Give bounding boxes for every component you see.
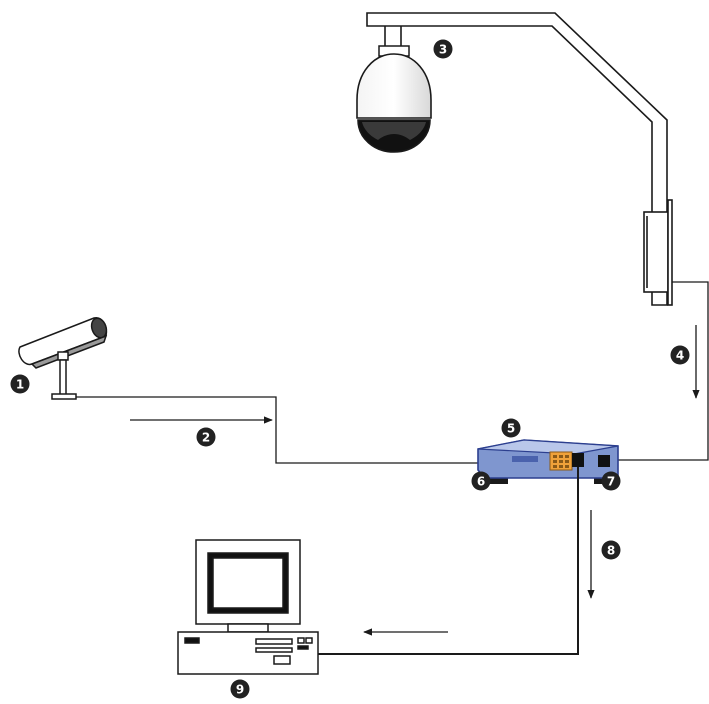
wall-mount-bracket [366, 12, 673, 306]
video-encoder-icon [477, 439, 619, 484]
cable-network [318, 467, 579, 655]
cable-fixed-camera [76, 396, 495, 464]
box-camera-icon [18, 317, 108, 400]
callout-2: 2 [196, 427, 216, 447]
callout-3: 3 [433, 39, 453, 59]
callout-1: 1 [10, 374, 30, 394]
callout-6: 6 [471, 471, 491, 491]
svg-text:5: 5 [507, 422, 515, 436]
svg-text:6: 6 [477, 475, 485, 489]
callout-7: 7 [601, 471, 621, 491]
callout-8: 8 [601, 540, 621, 560]
svg-text:2: 2 [202, 431, 210, 445]
cable-dome-camera [608, 281, 709, 461]
callout-9: 9 [230, 679, 250, 699]
svg-text:3: 3 [439, 43, 447, 57]
svg-text:7: 7 [607, 475, 615, 489]
svg-text:8: 8 [607, 544, 615, 558]
desktop-computer-icon [177, 539, 319, 675]
ptz-dome-camera-icon [356, 45, 432, 153]
svg-text:9: 9 [236, 683, 244, 697]
callout-4: 4 [670, 345, 690, 365]
callout-5: 5 [501, 418, 521, 438]
svg-text:4: 4 [676, 349, 684, 363]
svg-text:1: 1 [16, 378, 24, 392]
